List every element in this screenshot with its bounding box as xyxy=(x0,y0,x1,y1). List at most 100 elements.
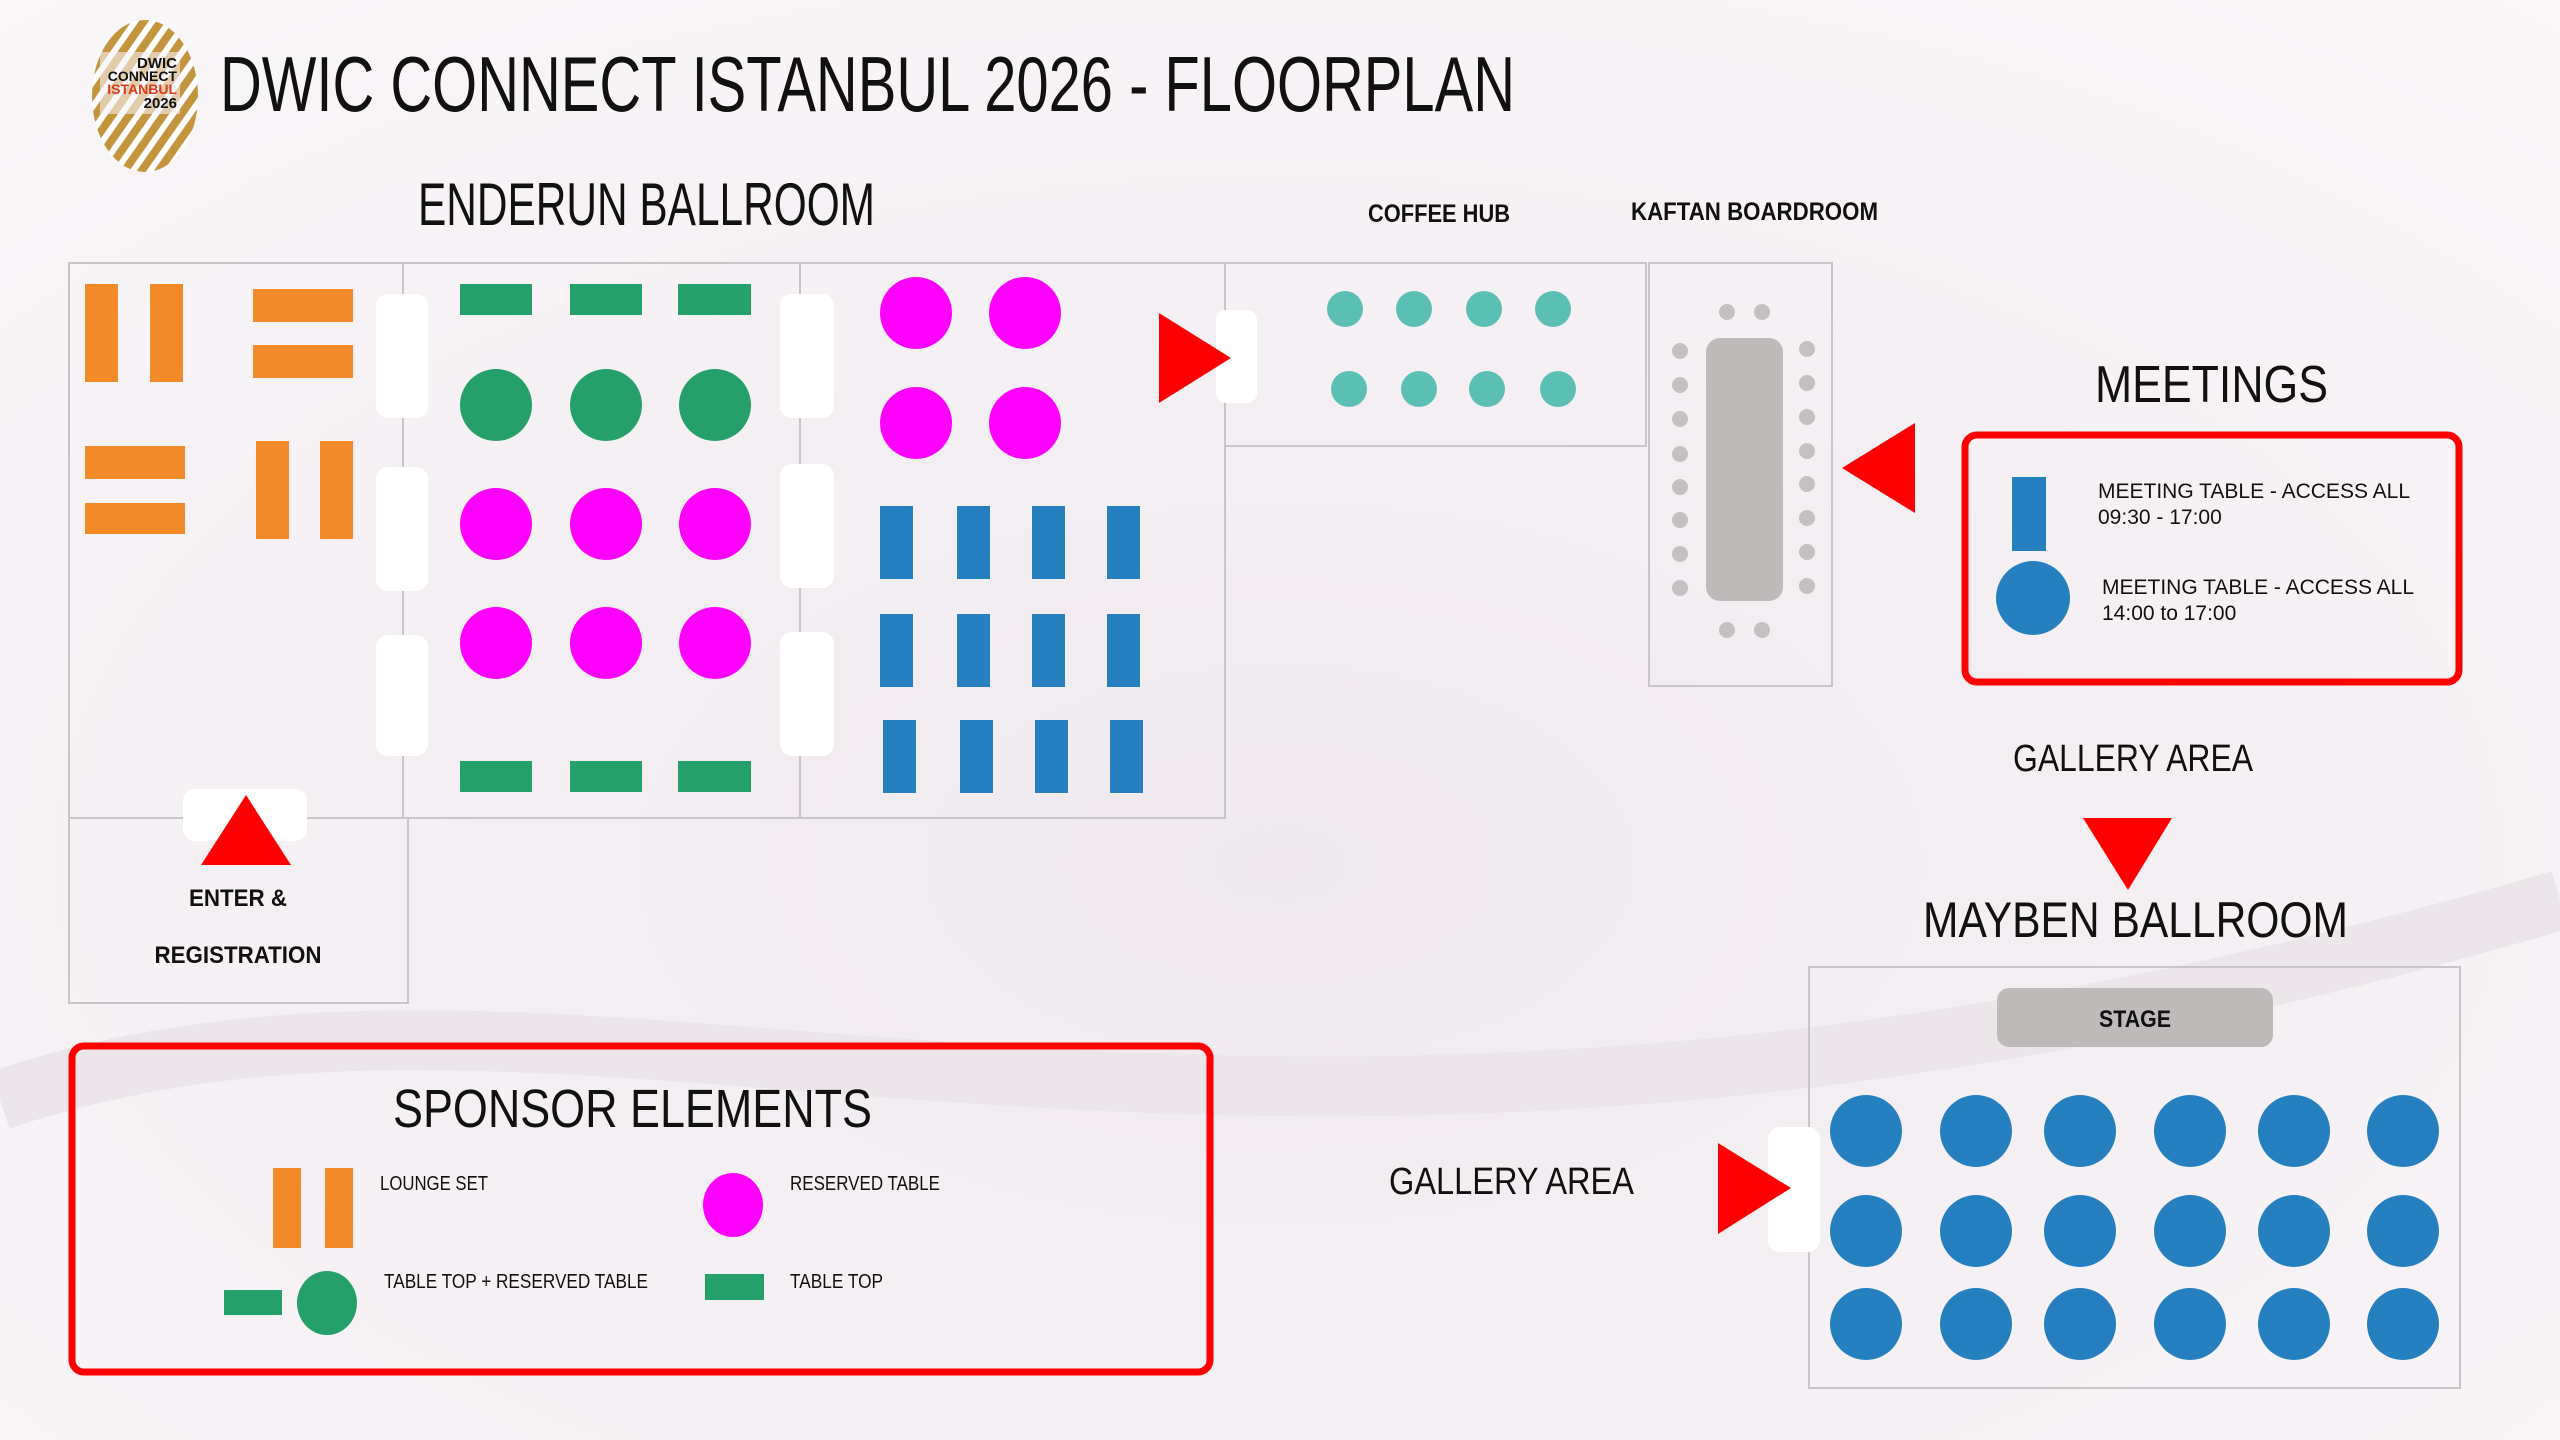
mayben-ballroom-label: MAYBEN BALLROOM xyxy=(1923,892,2348,948)
arrow-right-icon xyxy=(1718,1143,1791,1234)
meetings-title: MEETINGS xyxy=(2095,356,2328,414)
coffee-tables xyxy=(1327,291,1576,407)
meeting-table xyxy=(880,506,913,579)
gallery-area-label: GALLERY AREA xyxy=(1389,1161,1635,1203)
meeting-legend-label: MEETING TABLE - ACCESS ALL xyxy=(2102,576,2414,599)
pillar xyxy=(376,294,428,418)
coffee-table xyxy=(1469,371,1505,407)
registration-label: REGISTRATION xyxy=(155,942,322,969)
logo-text: DWIC xyxy=(137,55,177,72)
meetings-legend-box xyxy=(1961,431,2463,686)
lounge-seat xyxy=(253,289,353,322)
pillar xyxy=(376,635,428,756)
coffee-table xyxy=(1535,291,1571,327)
coffee-table xyxy=(1401,371,1437,407)
meeting-table xyxy=(960,720,993,793)
table-top xyxy=(460,284,532,315)
table-top xyxy=(460,761,532,792)
lounge-seat xyxy=(256,441,289,539)
meeting-table xyxy=(1032,506,1065,579)
logo-text: ISTANBUL xyxy=(107,81,177,97)
reserved-table-icon xyxy=(703,1173,763,1237)
reserved-table xyxy=(880,387,952,459)
reserved-table xyxy=(989,277,1061,349)
arrow-up-icon xyxy=(201,795,291,865)
coffee-table xyxy=(1396,291,1432,327)
coffee-table xyxy=(1331,371,1367,407)
table-tops xyxy=(460,284,751,792)
boardroom-table xyxy=(1706,338,1783,601)
sponsor-legend-box xyxy=(68,1042,1214,1376)
meeting-table xyxy=(1107,506,1140,579)
meeting-table xyxy=(883,720,916,793)
reserved-table-green xyxy=(679,369,751,441)
logo: DWIC CONNECT ISTANBUL 2026 xyxy=(92,20,198,172)
legend-label: RESERVED TABLE xyxy=(790,1173,940,1195)
sponsor-legend-title: SPONSOR ELEMENTS xyxy=(393,1079,872,1139)
meeting-table xyxy=(1110,720,1143,793)
lounge-seat xyxy=(85,284,118,382)
lounge-seat xyxy=(150,284,183,382)
lounge-set-icon xyxy=(273,1168,301,1248)
pillar xyxy=(780,464,834,588)
stage xyxy=(1997,988,2273,1047)
lounge-set-icon xyxy=(325,1168,353,1248)
reserved-table-green-icon xyxy=(297,1271,357,1335)
coffee-table xyxy=(1540,371,1576,407)
legend-label: TABLE TOP xyxy=(790,1271,883,1293)
lounge-seat xyxy=(253,345,353,378)
table-top xyxy=(570,284,642,315)
coffee-table xyxy=(1327,291,1363,327)
reserved-table xyxy=(989,387,1061,459)
reserved-table xyxy=(679,607,751,679)
logo-text: CONNECT xyxy=(108,68,178,84)
meeting-table xyxy=(1107,614,1140,687)
meeting-table xyxy=(957,614,990,687)
legend-label: LOUNGE SET xyxy=(380,1173,488,1195)
gallery-area-label: GALLERY AREA xyxy=(2013,738,2254,780)
meeting-table xyxy=(1032,614,1065,687)
meeting-tables-rect xyxy=(880,506,1143,793)
pillars xyxy=(376,294,834,756)
lounge-seat xyxy=(320,441,353,539)
coffee-table xyxy=(1466,291,1502,327)
pillar xyxy=(780,294,834,418)
enderun-ballroom-label: ENDERUN BALLROOM xyxy=(418,171,875,238)
table-top xyxy=(678,761,751,792)
boardroom-chairs xyxy=(1672,304,1815,638)
meeting-legend-time: 14:00 to 17:00 xyxy=(2102,602,2236,625)
reserved-table-green xyxy=(460,369,532,441)
kaftan-boardroom-label: KAFTAN BOARDROOM xyxy=(1631,198,1878,226)
pillar xyxy=(376,467,428,591)
meeting-table xyxy=(880,614,913,687)
meeting-table xyxy=(1035,720,1068,793)
reserved-table xyxy=(460,607,532,679)
coffee-hub-door xyxy=(1216,310,1257,403)
reserved-table xyxy=(570,488,642,560)
table-top xyxy=(570,761,642,792)
logo-text: 2026 xyxy=(144,95,177,112)
reserved-table xyxy=(460,488,532,560)
meeting-legend-time: 09:30 - 17:00 xyxy=(2098,506,2222,529)
legend-label: TABLE TOP + RESERVED TABLE xyxy=(384,1271,648,1293)
lounge-seat xyxy=(85,446,185,479)
reserved-tables xyxy=(460,277,1061,679)
meeting-table xyxy=(957,506,990,579)
table-top-icon xyxy=(224,1290,282,1315)
meeting-legend-label: MEETING TABLE - ACCESS ALL xyxy=(2098,480,2410,503)
table-top-icon xyxy=(705,1274,764,1300)
pillar xyxy=(780,632,834,756)
coffee-hub-label: COFFEE HUB xyxy=(1368,200,1510,228)
rect-meeting-table-icon xyxy=(2012,477,2046,551)
page-title: DWIC CONNECT ISTANBUL 2026 - FLOORPLAN xyxy=(220,40,1515,128)
table-top xyxy=(678,284,751,315)
lounge-seat xyxy=(85,503,185,534)
reserved-table xyxy=(679,488,751,560)
stage-label: STAGE xyxy=(2099,1006,2171,1033)
mayben-door xyxy=(1768,1127,1820,1252)
enter-label: ENTER & xyxy=(189,885,287,912)
arrow-down-icon xyxy=(2083,818,2172,890)
kaftan-boardroom-room xyxy=(1648,262,1833,687)
mayben-round-tables xyxy=(1830,1095,2439,1360)
